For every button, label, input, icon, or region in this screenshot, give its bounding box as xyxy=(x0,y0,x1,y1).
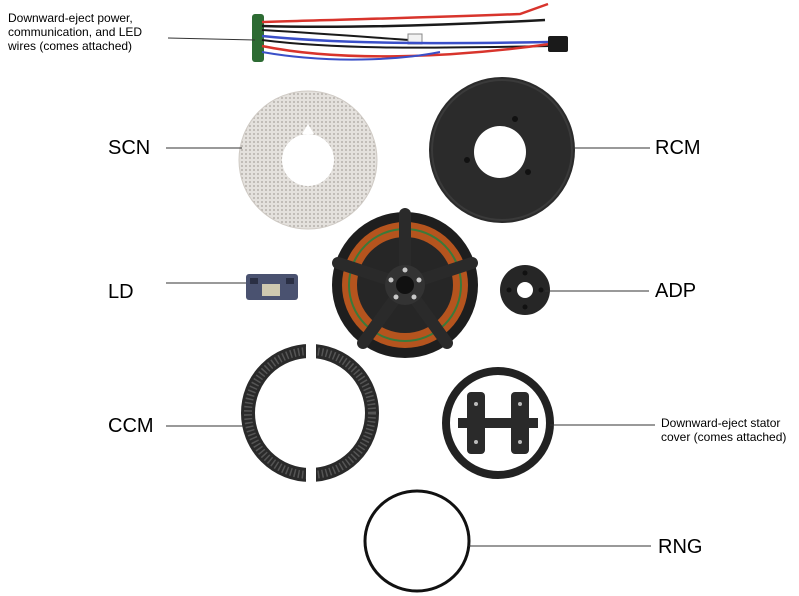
label-ld: LD xyxy=(108,281,134,304)
scn-mesh-screen xyxy=(239,91,377,229)
label-rng: RNG xyxy=(658,536,702,559)
adp-adapter xyxy=(500,265,550,315)
label-wires-line2: communication, and LED xyxy=(8,25,142,39)
label-wires: Downward-eject power, communication, and… xyxy=(8,11,142,53)
label-ccm: CCM xyxy=(108,415,154,438)
rng-o-ring xyxy=(365,491,469,591)
label-wires-line3: wires (comes attached) xyxy=(8,39,142,53)
ld-module xyxy=(246,274,298,300)
rcm-disc xyxy=(429,77,575,223)
wire-harness xyxy=(252,4,568,62)
wire-connector-black xyxy=(548,36,568,52)
label-stator-line1: Downward-eject stator xyxy=(661,416,786,430)
label-adp: ADP xyxy=(655,280,696,303)
label-stator-line2: cover (comes attached) xyxy=(661,430,786,444)
label-stator-cover: Downward-eject stator cover (comes attac… xyxy=(661,416,786,444)
motor-assembly xyxy=(332,212,478,358)
stator-cover xyxy=(446,371,550,475)
label-rcm: RCM xyxy=(655,137,701,160)
leader-wires xyxy=(168,38,255,40)
ccm-ring xyxy=(248,340,372,487)
label-wires-line1: Downward-eject power, xyxy=(8,11,142,25)
label-scn: SCN xyxy=(108,137,150,160)
